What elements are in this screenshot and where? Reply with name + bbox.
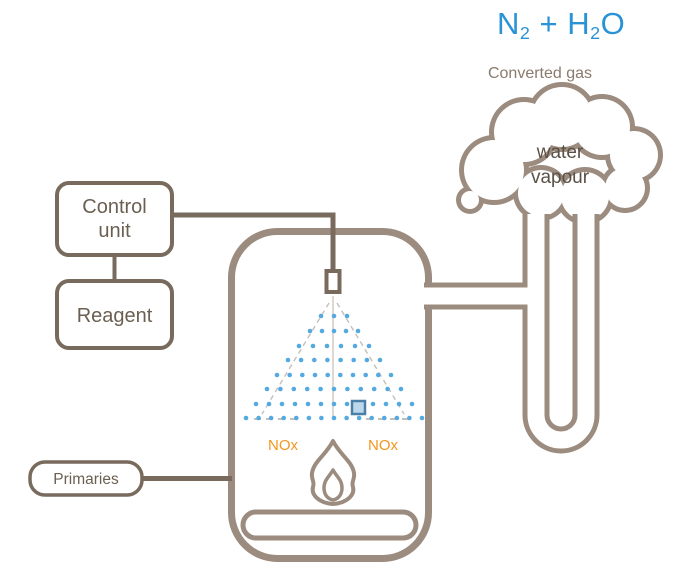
n2-h2o-formula: N2 + H2O <box>497 6 626 44</box>
reagent-label: Reagent <box>77 305 153 327</box>
formula-n-sub: 2 <box>519 23 531 44</box>
primaries-label: Primaries <box>53 471 119 488</box>
formula-o: O <box>600 6 626 41</box>
control-unit-label-line1: Control <box>82 196 146 218</box>
control-unit-label-line2: unit <box>98 220 131 242</box>
formula-n: N <box>497 6 520 41</box>
primaries-box <box>28 460 144 497</box>
reagent-box <box>55 279 174 350</box>
flue-duct <box>424 214 600 454</box>
water-vapour-cloud: water vapour <box>456 82 663 225</box>
grate <box>240 509 419 541</box>
spray-guides <box>254 296 414 420</box>
flame-icon <box>309 439 357 506</box>
injector-nozzle <box>324 269 342 294</box>
control-unit-box <box>55 181 174 257</box>
flue-duct-interior <box>420 214 595 449</box>
converted-gas-label: Converted gas <box>488 65 592 82</box>
formula-plus-h: + H <box>530 6 591 41</box>
reagent-droplet-square <box>350 399 367 416</box>
nox-left-label: NOx <box>268 437 299 454</box>
water-vapour-label-line2: vapour <box>531 167 590 188</box>
combustion-chamber <box>228 228 432 562</box>
control-unit-line <box>172 212 336 272</box>
formula-h-sub: 2 <box>590 23 601 44</box>
nox-right-label: NOx <box>368 437 399 454</box>
water-vapour-label-line1: water <box>536 142 584 163</box>
